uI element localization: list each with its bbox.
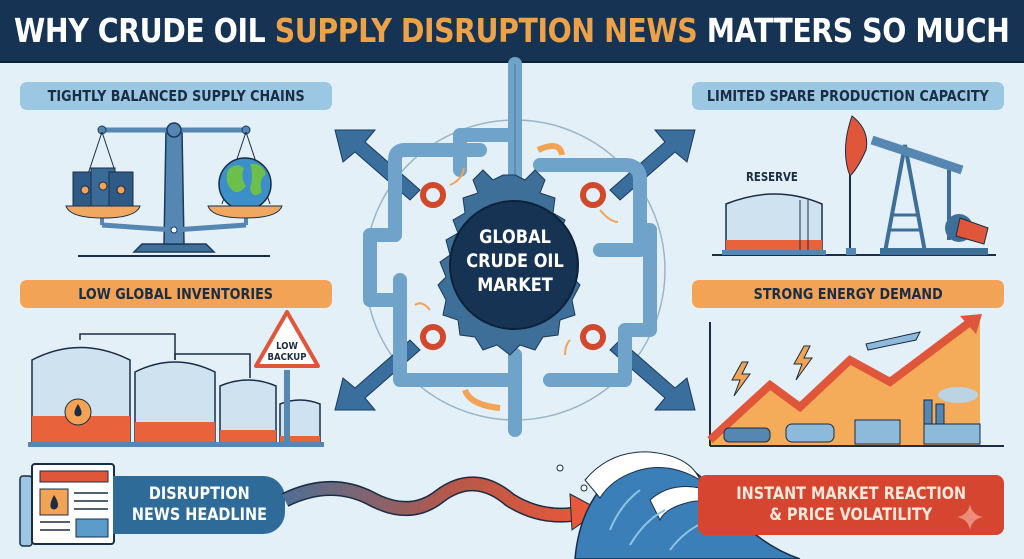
global-market-label: GLOBAL CRUDE OIL MARKET <box>466 226 564 296</box>
market-reaction-banner: INSTANT MARKET REACTION & PRICE VOLATILI… <box>698 475 1004 535</box>
rising-demand-chart-icon <box>707 314 1004 447</box>
title-highlight: SUPPLY DISRUPTION NEWS <box>274 11 698 50</box>
factor-demand-label: STRONG ENERGY DEMAND <box>692 280 1004 308</box>
storage-tanks-icon <box>28 310 324 447</box>
sparkle-icon <box>957 504 983 530</box>
global-market-hub-icon <box>334 57 696 437</box>
reserve-label: RESERVE <box>746 170 798 184</box>
title-prefix: WHY CRUDE OIL <box>14 11 275 50</box>
wavy-flow-arrow-icon <box>281 476 601 531</box>
newspaper-icon <box>19 463 115 547</box>
page-title: WHY CRUDE OIL SUPPLY DISRUPTION NEWS MAT… <box>14 11 1010 50</box>
factor-supply-chains-label: TIGHTLY BALANCED SUPPLY CHAINS <box>20 82 332 110</box>
oil-pumpjack-icon <box>712 115 996 256</box>
disruption-news-headline: DISRUPTION NEWS HEADLINE <box>113 476 285 534</box>
factor-inventories-label: LOW GLOBAL INVENTORIES <box>20 280 332 308</box>
balance-scale-icon <box>65 122 283 257</box>
factor-spare-capacity-label: LIMITED SPARE PRODUCTION CAPACITY <box>692 82 1004 110</box>
page-header: WHY CRUDE OIL SUPPLY DISRUPTION NEWS MAT… <box>0 0 1024 63</box>
title-suffix: MATTERS SO MUCH <box>697 11 1010 50</box>
